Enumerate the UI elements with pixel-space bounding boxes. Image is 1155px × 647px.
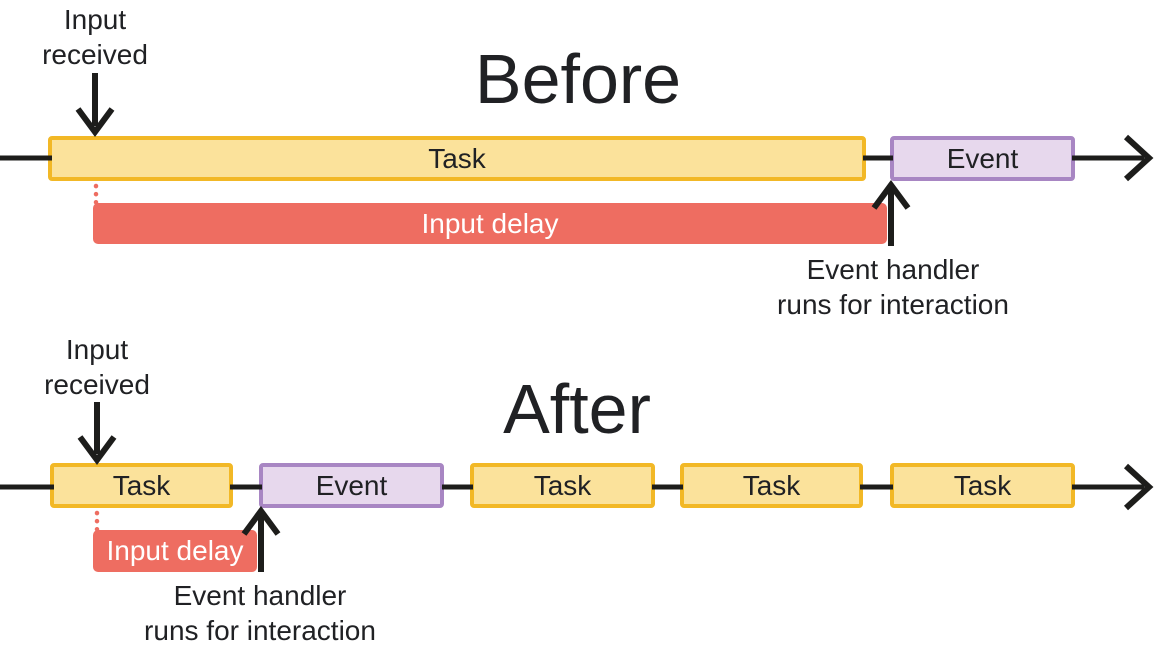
after-timeline-end-arrow-icon <box>1072 463 1154 511</box>
before-event-label: Event <box>946 142 1019 174</box>
after-event-label: Event <box>315 469 388 501</box>
before-input-down-arrow-icon <box>75 73 115 138</box>
before-timeline-end-arrow-icon <box>1072 134 1154 182</box>
after-event-handler-line1: Event handler <box>173 580 347 611</box>
after-input-delay-bar: Input delay <box>93 530 257 572</box>
after-section-title: After <box>503 370 651 448</box>
before-event-bar: Event <box>890 136 1075 181</box>
after-event-bar: Event <box>259 463 444 508</box>
before-task-bar: Task <box>48 136 866 181</box>
after-task-bar-3: Task <box>680 463 863 508</box>
before-input-received-label: Input received <box>15 2 175 72</box>
after-event-handler-line2: runs for interaction <box>144 615 376 646</box>
before-event-handler-label: Event handler runs for interaction <box>713 252 1073 322</box>
after-event-handler-label: Event handler runs for interaction <box>80 578 440 647</box>
before-event-handler-line1: Event handler <box>806 254 980 285</box>
after-task-1-label: Task <box>112 469 171 501</box>
before-input-delay-label: Input delay <box>421 207 559 239</box>
before-section-title: Before <box>474 40 682 118</box>
before-task-label: Task <box>428 142 486 174</box>
before-input-received-line2: received <box>42 39 148 70</box>
after-input-delay-label: Input delay <box>106 535 244 566</box>
after-task-bar-1: Task <box>50 463 233 508</box>
after-task-4-label: Task <box>953 469 1012 501</box>
after-input-received-label: Input received <box>17 332 177 402</box>
after-task-3-label: Task <box>742 469 801 501</box>
before-input-received-line1: Input <box>63 4 127 35</box>
after-task-bar-2: Task <box>470 463 655 508</box>
before-event-handler-line2: runs for interaction <box>777 289 1009 320</box>
after-task-2-label: Task <box>533 469 592 501</box>
after-input-down-arrow-icon <box>77 402 117 466</box>
after-input-received-line2: received <box>44 369 150 400</box>
before-input-delay-bar: Input delay <box>93 203 887 244</box>
after-input-received-line1: Input <box>65 334 129 365</box>
after-task-bar-4: Task <box>890 463 1075 508</box>
